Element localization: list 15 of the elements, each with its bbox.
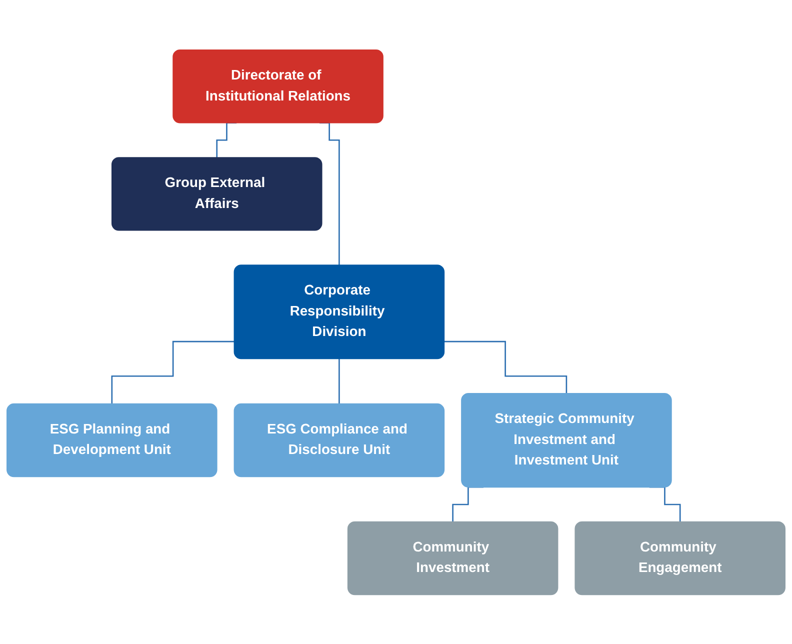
node-box: Strategic Community Investment and Investment Unit [461, 392, 672, 488]
node-box: Directorate of Institutional Relations [172, 49, 384, 123]
connector [338, 358, 340, 404]
connector [649, 486, 681, 522]
connector [444, 340, 568, 394]
connector [319, 122, 340, 266]
node-box: ESG Compliance and Disclosure Unit [234, 403, 445, 477]
node-box: Community Engagement [574, 521, 786, 595]
connector [111, 340, 234, 404]
node-box: Corporate Responsibility Division [234, 264, 445, 359]
connector [216, 122, 237, 158]
node-box: Community Investment [347, 521, 558, 595]
node-box: ESG Planning and Development Unit [6, 403, 218, 477]
connector [452, 486, 484, 522]
node-box: Group External Affairs [111, 156, 322, 230]
